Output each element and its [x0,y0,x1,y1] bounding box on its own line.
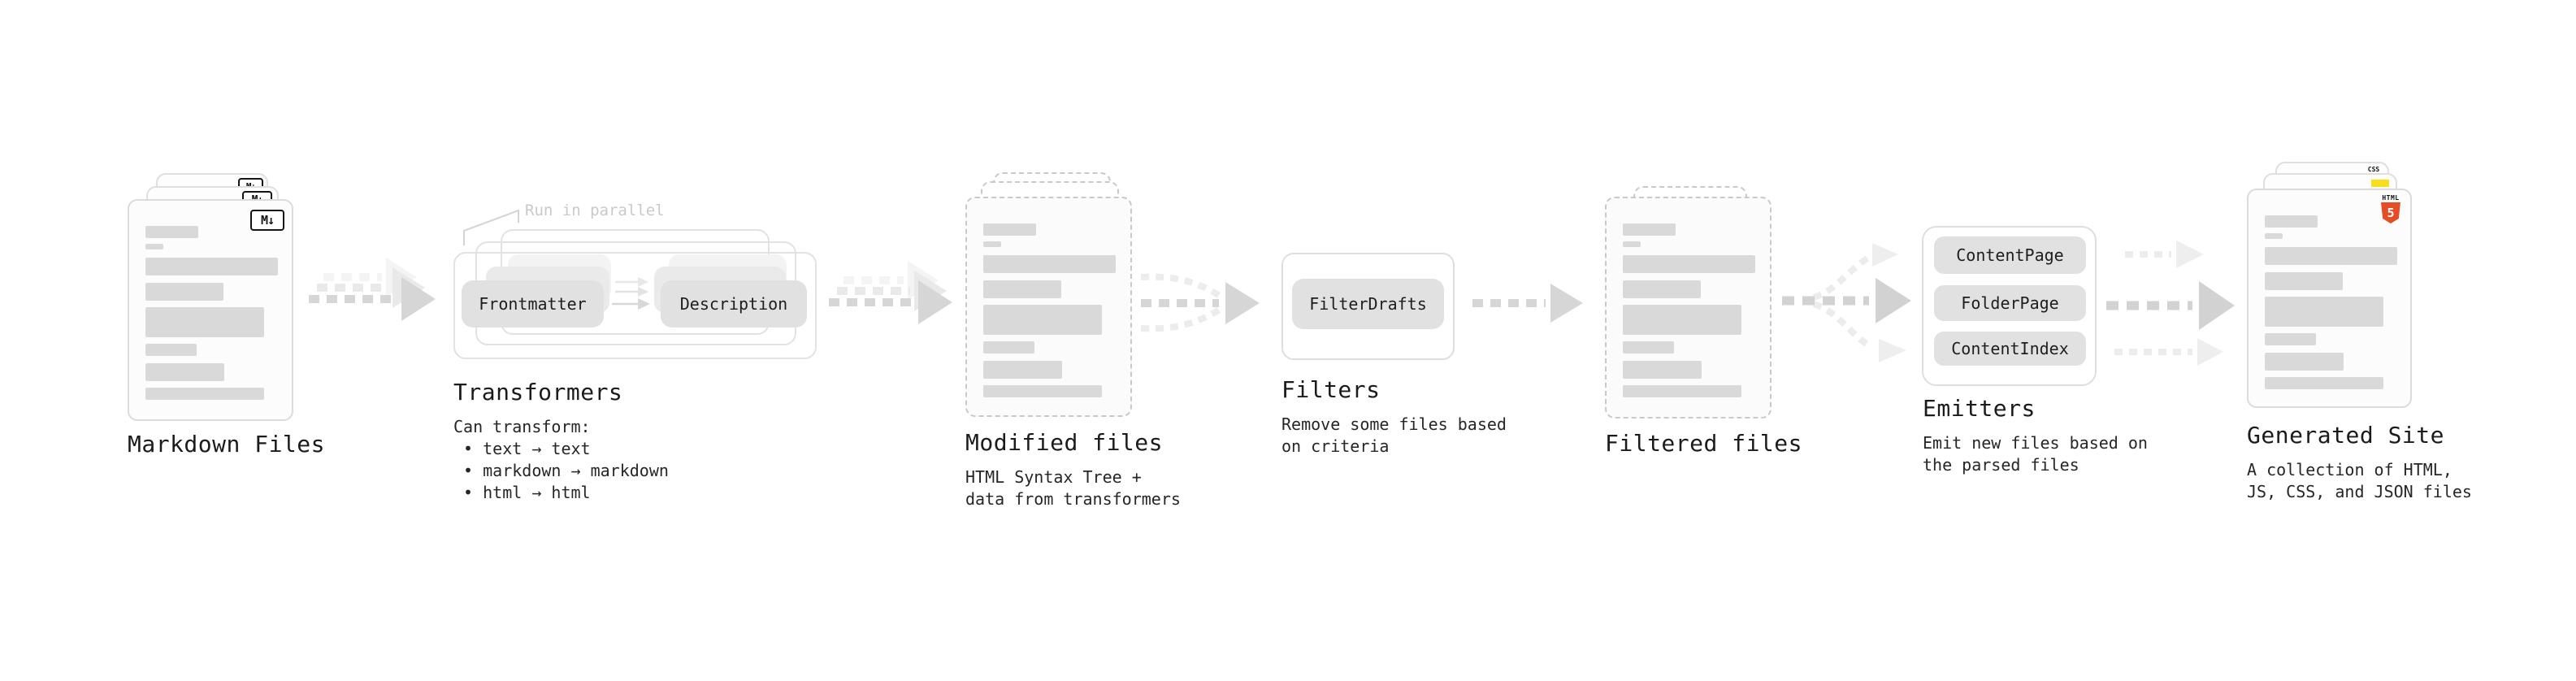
transformers-caption: Can transform: • text → text • markdown … [453,417,669,502]
text-line-placeholder [983,385,1102,397]
text-line-placeholder [145,307,264,337]
text-line-placeholder [2265,215,2318,228]
markdown-files-title: Markdown Files [128,431,326,458]
text-line-placeholder [1623,280,1701,298]
markdown-icon: M↓ [250,210,284,231]
text-line-placeholder [2265,353,2344,371]
text-line-placeholder [145,258,278,275]
filtered-file-card [1605,197,1772,419]
arrow-modified-to-filters [1140,273,1260,332]
text-line-placeholder [1623,255,1755,273]
contentpage-pill: ContentPage [1934,236,2086,274]
text-line-placeholder [2265,377,2383,389]
filters-caption: Remove some files based on criteria [1281,414,1507,456]
markdown-file-card: M↓ [128,199,293,421]
arrow-filtered-to-emitters [1782,243,1911,362]
text-line-placeholder [2265,233,2283,239]
filterdrafts-pill: FilterDrafts [1292,279,1444,329]
modified-file-card [965,197,1132,417]
filtered-files-title: Filtered files [1605,430,1803,457]
folderpage-pill: FolderPage [1934,285,2086,321]
emitters-title: Emitters [1923,395,2036,422]
document-placeholder-lines [145,226,278,400]
generated-site-title: Generated Site [2247,422,2445,449]
transformer-run-box [453,252,817,359]
transformers-title: Transformers [453,379,623,406]
frontmatter-pill: Frontmatter [462,280,604,327]
modified-files-caption: HTML Syntax Tree + data from transformer… [965,467,1181,509]
text-line-placeholder [1623,385,1741,397]
text-line-placeholder [983,305,1102,335]
text-line-placeholder [983,341,1034,354]
text-line-placeholder [2265,333,2316,345]
arrow-transformers-to-modified [829,261,952,324]
text-line-placeholder [983,280,1061,298]
text-line-placeholder [145,344,197,356]
filters-title: Filters [1281,376,1381,403]
text-line-placeholder [1623,361,1702,379]
js-icon [2371,180,2389,187]
generated-site-caption: A collection of HTML, JS, CSS, and JSON … [2247,460,2472,501]
emitters-caption: Emit new files based on the parsed files [1923,433,2148,475]
generated-file-card-html: HTML 5 [2247,189,2412,408]
text-line-placeholder [145,226,198,238]
document-placeholder-lines [1623,223,1755,397]
document-placeholder-lines [2265,215,2397,389]
arrow-filters-to-filtered [1472,284,1583,323]
html5-icon: HTML 5 [2379,194,2402,223]
text-line-placeholder [145,363,224,381]
modified-files-title: Modified files [965,429,1164,456]
text-line-placeholder [1623,241,1641,247]
text-line-placeholder [145,388,264,400]
text-line-placeholder [145,244,163,249]
text-line-placeholder [1623,223,1676,236]
text-line-placeholder [983,361,1062,379]
text-line-placeholder [2265,247,2397,265]
arrow-markdown-to-transformers [309,258,436,321]
text-line-placeholder [1623,341,1674,354]
text-line-placeholder [983,241,1001,247]
contentindex-pill: ContentIndex [1934,332,2086,366]
description-pill: Description [661,280,807,327]
text-line-placeholder [1623,305,1741,335]
text-line-placeholder [2265,297,2383,327]
arrow-emitters-to-generated [2106,241,2235,366]
document-placeholder-lines [983,223,1116,397]
text-line-placeholder [145,283,223,301]
text-line-placeholder [983,223,1036,236]
text-line-placeholder [983,255,1116,273]
run-in-parallel-note: Run in parallel [525,202,665,219]
text-line-placeholder [2265,272,2343,290]
